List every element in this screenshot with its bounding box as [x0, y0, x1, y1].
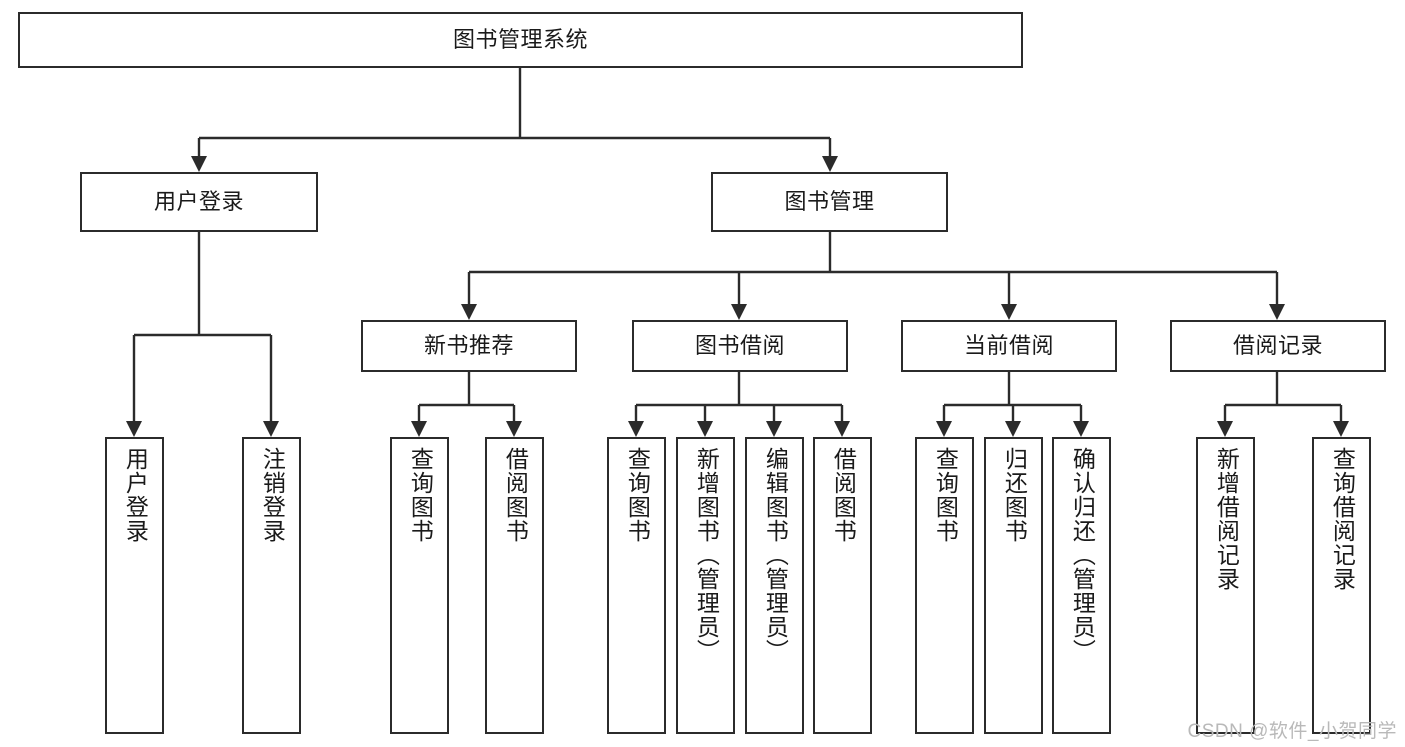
leaf-label-borrow-records-add: 新增借阅记录	[1213, 447, 1240, 591]
leaf-label-book-borrow-add: 新增图书（管理员）	[693, 447, 720, 663]
arrowhead-new-book	[461, 304, 477, 320]
node-label-root: 图书管理系统	[452, 27, 588, 53]
arrowhead-book-mgmt	[822, 156, 838, 172]
leaf-label-current-borrow-confirm: 确认归还（管理员）	[1069, 447, 1096, 663]
arrowhead-br-leaf2	[1333, 421, 1349, 437]
node-new-book-recommend[interactable]: 新书推荐	[361, 320, 577, 372]
leaf-new-book-query[interactable]: 查询图书	[390, 437, 449, 734]
leaf-label-user-login-login: 用户登录	[122, 447, 149, 543]
leaf-user-login-logout[interactable]: 注销登录	[242, 437, 301, 734]
arrowhead-book-borrow	[731, 304, 747, 320]
leaf-borrow-records-query[interactable]: 查询借阅记录	[1312, 437, 1371, 734]
leaf-label-new-book-borrow: 借阅图书	[502, 447, 529, 543]
node-book-management[interactable]: 图书管理	[711, 172, 948, 232]
leaf-book-borrow-edit[interactable]: 编辑图书（管理员）	[745, 437, 804, 734]
leaf-label-book-borrow-edit: 编辑图书（管理员）	[762, 447, 789, 663]
node-user-login[interactable]: 用户登录	[80, 172, 318, 232]
node-label-borrow-records: 借阅记录	[1232, 333, 1323, 359]
arrowhead-br-leaf1	[1217, 421, 1233, 437]
leaf-book-borrow-query[interactable]: 查询图书	[607, 437, 666, 734]
leaf-book-borrow-borrow[interactable]: 借阅图书	[813, 437, 872, 734]
node-book-borrow[interactable]: 图书借阅	[632, 320, 848, 372]
leaf-current-borrow-query[interactable]: 查询图书	[915, 437, 974, 734]
leaf-current-borrow-confirm[interactable]: 确认归还（管理员）	[1052, 437, 1111, 734]
arrowhead-bb-leaf4	[834, 421, 850, 437]
leaf-label-current-borrow-query: 查询图书	[932, 447, 959, 543]
leaf-label-book-borrow-borrow: 借阅图书	[830, 447, 857, 543]
node-label-current-borrow: 当前借阅	[963, 333, 1054, 359]
leaf-label-book-borrow-query: 查询图书	[624, 447, 651, 543]
leaf-book-borrow-add[interactable]: 新增图书（管理员）	[676, 437, 735, 734]
arrowhead-nb-leaf1	[411, 421, 427, 437]
node-label-book-management: 图书管理	[784, 189, 875, 215]
leaf-label-current-borrow-return: 归还图书	[1001, 447, 1028, 543]
arrowhead-leaf-user-login	[126, 421, 142, 437]
leaf-current-borrow-return[interactable]: 归还图书	[984, 437, 1043, 734]
node-current-borrow[interactable]: 当前借阅	[901, 320, 1117, 372]
leaf-user-login-login[interactable]: 用户登录	[105, 437, 164, 734]
leaf-label-user-login-logout: 注销登录	[259, 447, 286, 543]
leaf-label-new-book-query: 查询图书	[407, 447, 434, 543]
arrowhead-borrow-records	[1269, 304, 1285, 320]
leaf-new-book-borrow[interactable]: 借阅图书	[485, 437, 544, 734]
arrowhead-bb-leaf3	[766, 421, 782, 437]
leaf-borrow-records-add[interactable]: 新增借阅记录	[1196, 437, 1255, 734]
arrowhead-user-login	[191, 156, 207, 172]
node-label-new-book-recommend: 新书推荐	[423, 333, 514, 359]
arrowhead-cb-leaf2	[1005, 421, 1021, 437]
node-root-system[interactable]: 图书管理系统	[18, 12, 1023, 68]
arrowhead-leaf-logout	[263, 421, 279, 437]
arrowhead-cb-leaf3	[1073, 421, 1089, 437]
arrowhead-cb-leaf1	[936, 421, 952, 437]
leaf-label-borrow-records-query: 查询借阅记录	[1329, 447, 1356, 591]
arrowhead-current-borrow	[1001, 304, 1017, 320]
arrowhead-bb-leaf2	[697, 421, 713, 437]
node-borrow-records[interactable]: 借阅记录	[1170, 320, 1386, 372]
arrowhead-nb-leaf2	[506, 421, 522, 437]
node-label-user-login: 用户登录	[153, 189, 244, 215]
arrowhead-bb-leaf1	[628, 421, 644, 437]
watermark-text: CSDN @软件_小贺同学	[1187, 721, 1397, 742]
node-label-book-borrow: 图书借阅	[694, 333, 785, 359]
